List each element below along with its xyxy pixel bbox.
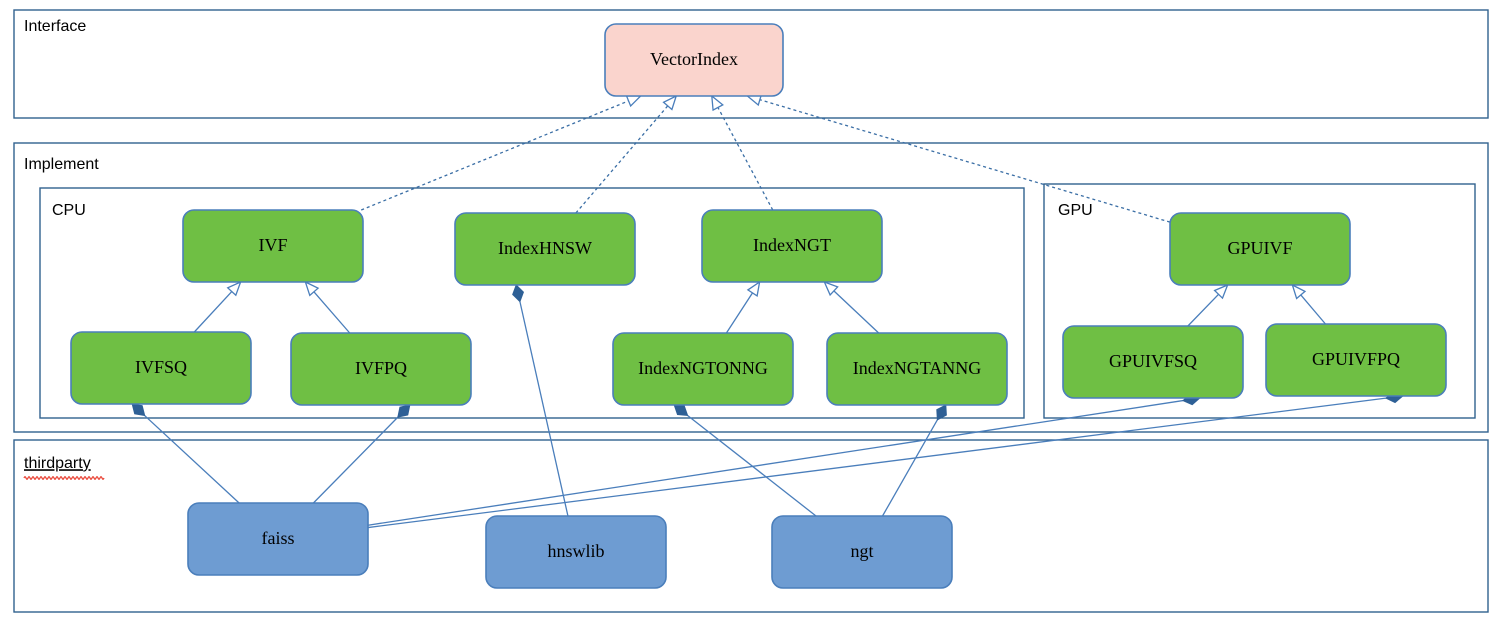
arrowhead-ivfpq-ivf (304, 280, 320, 297)
node-box-indexngtanng[interactable] (826, 332, 1008, 406)
node-gpuivf[interactable]: GPUIVF (1169, 212, 1351, 286)
edge-line-faiss-gpuivfsq (367, 399, 1184, 526)
diamond-faiss-ivfsq (131, 403, 146, 417)
node-box-ivf[interactable] (182, 209, 364, 283)
edge-line-gpuivfsq-gpuivf (1187, 293, 1220, 327)
edge-indexngt-vectorindex (711, 94, 774, 211)
node-gpuivfpq[interactable]: GPUIVFPQ (1265, 323, 1447, 397)
container-label-interface: Interface (24, 18, 86, 35)
diamond-faiss-ivfpq (397, 404, 411, 418)
node-ivfsq[interactable]: IVFSQ (70, 331, 252, 405)
node-label-indexngtanng: IndexNGTANNG (853, 358, 982, 378)
node-label-hnswlib: hnswlib (547, 541, 604, 561)
arrowhead-indexngt-vectorindex (711, 94, 724, 112)
node-box-ngt[interactable] (771, 515, 953, 589)
arrowhead-indexngtanng-indexngt (823, 280, 839, 297)
node-indexngt[interactable]: IndexNGT (701, 209, 883, 283)
arrowhead-ivfsq-ivf (226, 280, 242, 297)
edge-line-ngt-indexngtonng (687, 414, 817, 517)
edge-line-indexngt-vectorindex (717, 107, 774, 211)
edge-line-ivfpq-ivf (313, 291, 351, 334)
edge-line-gpuivfpq-gpuivf (1300, 294, 1326, 325)
edge-line-hnswlib-indexhnsw (519, 301, 569, 517)
edge-faiss-ivfpq (312, 404, 411, 504)
node-label-ivf: IVF (258, 235, 287, 255)
edge-indexngtanng-indexngt (823, 280, 880, 334)
arrowhead-indexhnsw-vectorindex (662, 94, 678, 111)
node-box-indexhnsw[interactable] (454, 212, 636, 286)
node-box-gpuivfsq[interactable] (1062, 325, 1244, 399)
node-indexngtonng[interactable]: IndexNGTONNG (612, 332, 794, 406)
node-label-gpuivfpq: GPUIVFPQ (1312, 349, 1400, 369)
node-label-indexngtonng: IndexNGTONNG (638, 358, 768, 378)
node-label-gpuivfsq: GPUIVFSQ (1109, 351, 1197, 371)
edge-line-faiss-ivfpq (312, 416, 399, 504)
arrowhead-gpuivfpq-gpuivf (1291, 283, 1307, 300)
edge-hnswlib-indexhnsw (512, 284, 569, 517)
node-box-faiss[interactable] (187, 502, 369, 576)
node-label-gpuivf: GPUIVF (1227, 238, 1292, 258)
node-ngt[interactable]: ngt (771, 515, 953, 589)
edge-line-ngt-indexngtanng (881, 419, 938, 517)
edge-line-ivfsq-ivf (193, 291, 233, 333)
node-box-ivfsq[interactable] (70, 331, 252, 405)
node-vectorindex[interactable]: VectorIndex (604, 23, 784, 97)
node-box-indexngtonng[interactable] (612, 332, 794, 406)
container-label-cpu: CPU (52, 202, 86, 219)
edge-line-faiss-gpuivfpq (367, 397, 1387, 529)
edge-line-ivf-vectorindex (360, 100, 629, 211)
node-indexhnsw[interactable]: IndexHNSW (454, 212, 636, 286)
edge-indexhnsw-vectorindex (575, 94, 678, 214)
node-ivf[interactable]: IVF (182, 209, 364, 283)
node-label-indexhnsw: IndexHNSW (498, 238, 592, 258)
node-gpuivfsq[interactable]: GPUIVFSQ (1062, 325, 1244, 399)
edge-gpuivfpq-gpuivf (1291, 283, 1326, 325)
edge-ivfpq-ivf (304, 280, 351, 334)
edge-line-indexngtanng-indexngt (833, 290, 880, 334)
node-box-ivfpq[interactable] (290, 332, 472, 406)
edge-line-indexngtonng-indexngt (725, 292, 754, 334)
node-box-vectorindex[interactable] (604, 23, 784, 97)
edge-ngt-indexngtanng (881, 404, 947, 517)
edge-line-gpuivf-vectorindex (759, 99, 1171, 223)
node-indexngtanng[interactable]: IndexNGTANNG (826, 332, 1008, 406)
diamond-ngt-indexngtanng (936, 404, 947, 421)
node-box-gpuivfpq[interactable] (1265, 323, 1447, 397)
edge-ivf-vectorindex (360, 95, 643, 211)
node-label-faiss: faiss (262, 528, 295, 548)
edge-faiss-ivfsq (131, 403, 240, 504)
node-faiss[interactable]: faiss (187, 502, 369, 576)
edge-line-faiss-ivfsq (144, 415, 240, 504)
node-ivfpq[interactable]: IVFPQ (290, 332, 472, 406)
arrowhead-indexngtonng-indexngt (746, 280, 761, 297)
spellcheck-underline-thirdparty (23, 476, 105, 480)
node-label-indexngt: IndexNGT (753, 235, 831, 255)
node-box-indexngt[interactable] (701, 209, 883, 283)
node-label-ngt: ngt (850, 541, 873, 561)
node-box-gpuivf[interactable] (1169, 212, 1351, 286)
node-box-hnswlib[interactable] (485, 515, 667, 589)
node-label-ivfpq: IVFPQ (355, 358, 407, 378)
diamond-hnswlib-indexhnsw (512, 284, 525, 303)
edge-gpuivfsq-gpuivf (1187, 283, 1229, 327)
node-label-ivfsq: IVFSQ (135, 357, 187, 377)
edge-ivfsq-ivf (193, 280, 242, 333)
container-label-thirdparty: thirdparty (24, 455, 91, 472)
node-label-vectorindex: VectorIndex (650, 49, 738, 69)
edge-indexngtonng-indexngt (725, 280, 761, 334)
arrowhead-gpuivfsq-gpuivf (1213, 283, 1229, 300)
edge-layer (131, 93, 1404, 529)
container-label-gpu: GPU (1058, 202, 1093, 219)
node-hnswlib[interactable]: hnswlib (485, 515, 667, 589)
container-label-implement: Implement (24, 156, 99, 173)
